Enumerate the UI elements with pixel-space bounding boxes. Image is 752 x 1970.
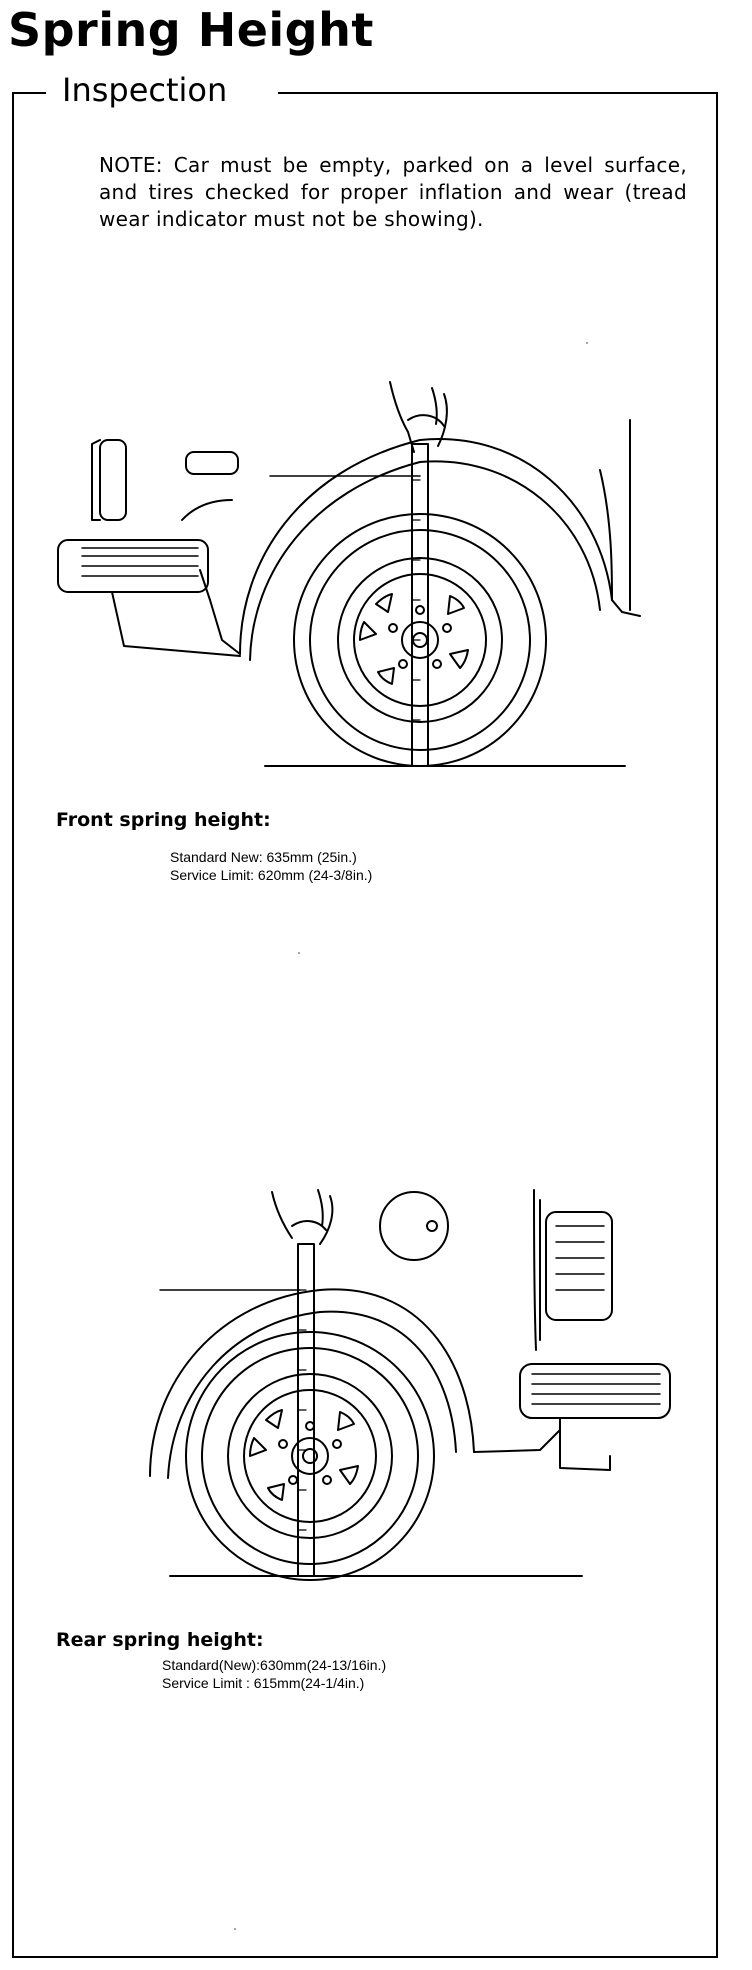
- page-title: Spring Height: [8, 3, 374, 57]
- front-spring-height-heading: Front spring height:: [56, 809, 271, 831]
- front-service-limit-spec: Service Limit: 620mm (24-3/8in.): [170, 867, 373, 883]
- inspection-frame: [12, 92, 718, 1958]
- rear-service-limit-spec: Service Limit : 615mm(24-1/4in.): [162, 1675, 365, 1691]
- scan-speck: [234, 1928, 236, 1930]
- frame-top-rule-left: [12, 92, 46, 94]
- front-spring-height-illustration: [40, 380, 660, 780]
- front-spec-list: Standard New: 635mm (25in.) Service Limi…: [170, 848, 372, 884]
- rear-spring-height-illustration: [130, 1180, 690, 1590]
- inspection-note: NOTE: Car must be empty, parked on a lev…: [99, 153, 687, 231]
- scan-speck: [298, 952, 300, 954]
- section-heading: Inspection: [62, 71, 228, 109]
- rear-standard-new-spec: Standard(New):630mm(24-13/16in.): [162, 1657, 387, 1673]
- rear-spec-list: Standard(New):630mm(24-13/16in.) Service…: [162, 1656, 386, 1692]
- front-standard-new-spec: Standard New: 635mm (25in.): [170, 849, 357, 865]
- rear-spring-height-heading: Rear spring height:: [56, 1629, 264, 1651]
- frame-top-rule-right: [278, 92, 716, 94]
- scan-speck: [586, 342, 588, 344]
